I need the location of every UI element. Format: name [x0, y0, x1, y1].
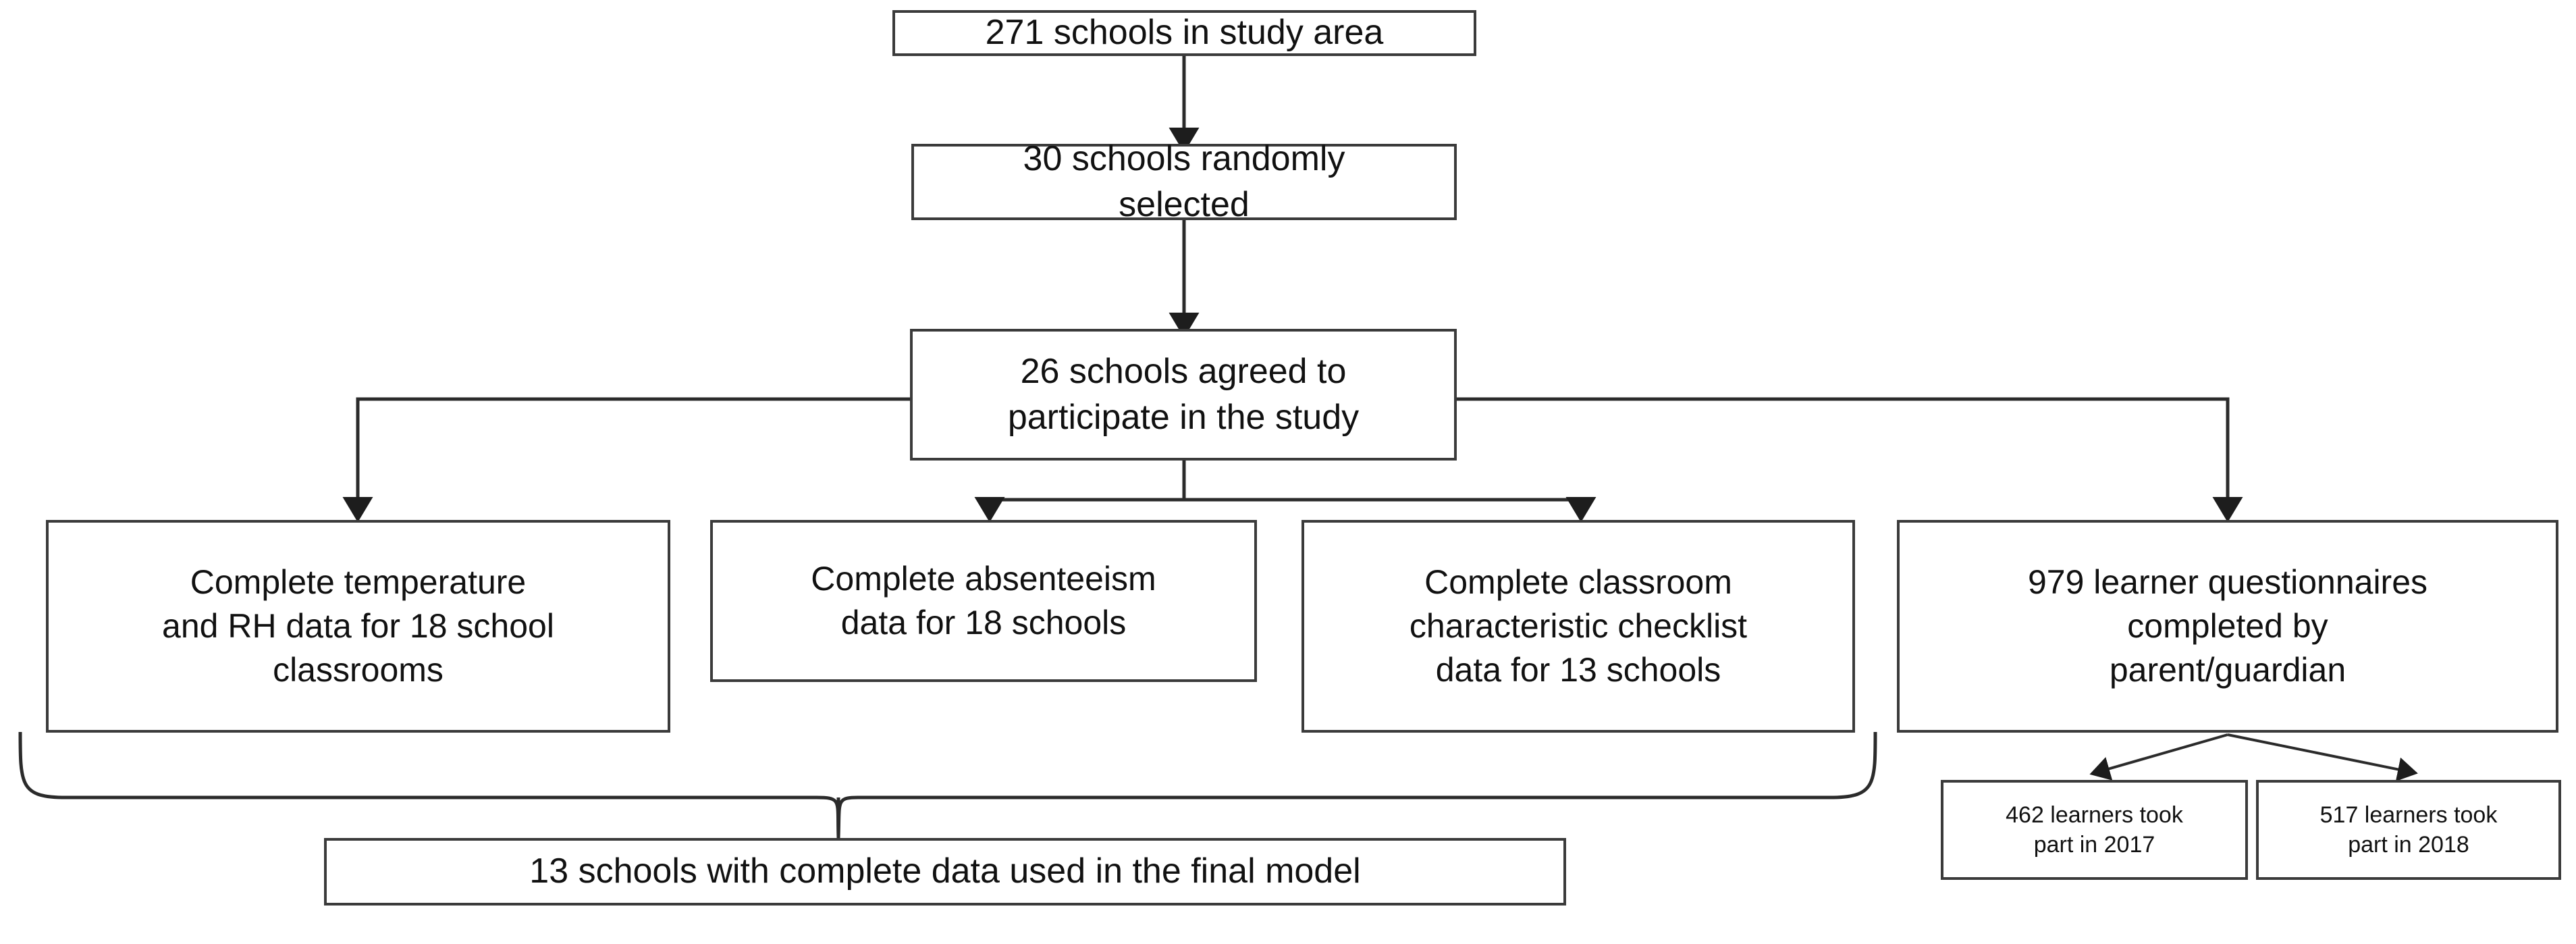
node-learner-questionnaires-label: 979 learner questionnaires completed by … [2027, 563, 2428, 689]
edge-questionnaires-to-2018 [2227, 733, 2418, 782]
node-learner-questionnaires[interactable]: 979 learner questionnaires completed by … [1897, 520, 2558, 733]
node-total-schools[interactable]: 271 schools in study area [892, 10, 1476, 56]
node-learners-2017[interactable]: 462 learners took part in 2017 [1941, 780, 2248, 880]
node-temperature-rh-data[interactable]: Complete temperature and RH data for 18 … [46, 520, 670, 733]
node-agreed-participate-label: 26 schools agreed to participate in the … [1007, 351, 1360, 437]
node-classroom-checklist-data-label: Complete classroom characteristic checkl… [1409, 563, 1748, 689]
node-learners-2017-label: 462 learners took part in 2017 [2006, 802, 2183, 858]
node-learners-2018[interactable]: 517 learners took part in 2018 [2256, 780, 2561, 880]
node-learners-2018-label: 517 learners took part in 2018 [2319, 802, 2498, 858]
edge-brace-to-final-model [18, 731, 1877, 838]
edge-questionnaires-to-2017 [2089, 733, 2228, 781]
edge-agreed-to-temperature [342, 397, 910, 523]
node-randomly-selected[interactable]: 30 schools randomly selected [911, 139, 1457, 224]
node-absenteeism-data[interactable]: Complete absenteeism data for 18 schools [710, 520, 1257, 682]
edge-agreed-to-questionnaires [1457, 397, 2243, 523]
node-final-model[interactable]: 13 schools with complete data used in th… [324, 838, 1566, 906]
node-absenteeism-data-label: Complete absenteeism data for 18 schools [811, 560, 1156, 641]
node-classroom-checklist-data[interactable]: Complete classroom characteristic checkl… [1302, 520, 1855, 733]
node-agreed-participate[interactable]: 26 schools agreed to participate in the … [910, 329, 1457, 461]
node-temperature-rh-data-label: Complete temperature and RH data for 18 … [162, 563, 554, 689]
node-randomly-selected-label: 30 schools randomly selected [1023, 138, 1345, 224]
node-final-model-label: 13 schools with complete data used in th… [529, 851, 1361, 891]
node-total-schools-label: 271 schools in study area [985, 13, 1384, 53]
